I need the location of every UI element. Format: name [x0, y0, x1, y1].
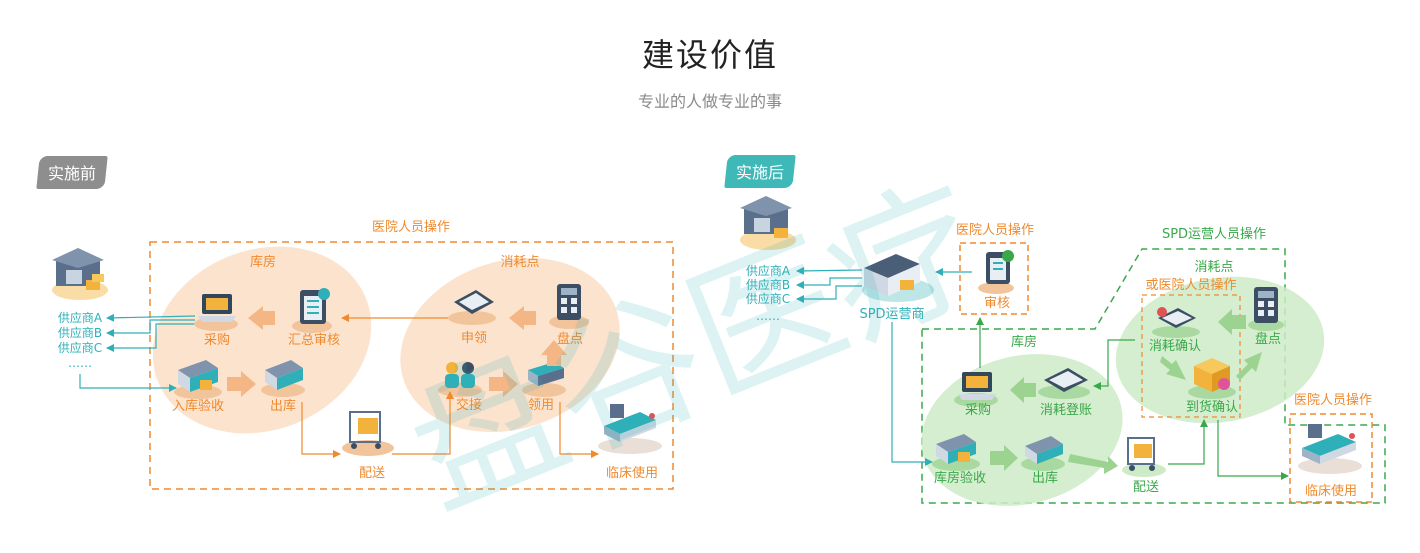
before-node-purchase: 采购: [204, 332, 230, 348]
before-supplier-b: 供应商B: [58, 325, 102, 340]
before-node-delivery: 配送: [359, 466, 385, 481]
after-node-arrival-confirm: 到货确认: [1186, 399, 1238, 415]
before-supplier-more: ……: [68, 356, 92, 370]
after-consumption-sub: 或医院人员操作: [1145, 277, 1236, 293]
after-supplier-warehouse-icon: [740, 196, 796, 250]
after-laptop-icon: [954, 372, 998, 407]
after-node-inbound: 库房验收: [934, 470, 986, 486]
before-node-stocktake: 盘点: [557, 331, 583, 347]
arrow-purchase-to-supplier-c: [106, 323, 195, 352]
outbound-truck-icon: [261, 360, 305, 397]
arrow-purchase-to-supplier-b: [106, 319, 195, 337]
watermark-text: 盘谷医疗: [386, 155, 1008, 541]
arrow-arrival-to-clinical: [1217, 420, 1289, 480]
after-outbound-truck-icon: [1021, 436, 1065, 471]
block-arrow-stocktake-to-requisition: [509, 306, 536, 330]
after-node-purchase: 采购: [965, 402, 991, 418]
after-tablet-icon: [1038, 368, 1090, 399]
hospital-bed-icon: [598, 404, 662, 454]
after-arrival-box-icon: [1188, 358, 1236, 399]
before-node-outbound: 出库: [270, 398, 296, 414]
page-title: 建设价值: [641, 36, 778, 74]
cart-icon: [522, 362, 566, 397]
after-node-consume-register: 消耗登账: [1040, 403, 1092, 418]
block-arrow-receive-to-stocktake: [541, 340, 567, 366]
inbound-truck-icon: [174, 360, 222, 399]
after-node-consume-confirm: 消耗确认: [1149, 339, 1201, 354]
spd-operator-building-icon: [862, 254, 934, 302]
arrow-confirm-to-register: [1093, 339, 1135, 390]
before-consumption-label: 消耗点: [500, 255, 539, 270]
after-consumption-box: [1141, 294, 1241, 418]
arrow-spd-to-supplier-c: [796, 285, 862, 303]
block-arrow-review-to-purchase: [248, 306, 275, 330]
after-hospital-staff-right-label: 医院人员操作: [1294, 392, 1372, 408]
after-spd-region: [921, 248, 1386, 504]
after-node-review: 审核: [984, 296, 1010, 311]
after-inbound-truck-icon: [932, 434, 980, 471]
before-region-label: 医院人员操作: [372, 219, 450, 235]
block-arrow-inbound-to-outbound: [227, 371, 256, 397]
after-consumption-label: 消耗点: [1194, 260, 1233, 275]
before-node-inbound: 入库验收: [172, 398, 224, 414]
after-node-stocktake: 盘点: [1255, 331, 1281, 347]
before-supplier-a: 供应商A: [58, 310, 103, 325]
before-warehouse-label: 库房: [250, 254, 276, 270]
green-block-arrow-confirm-to-arrival: [1160, 356, 1186, 380]
review-clipboard-icon: [978, 250, 1014, 294]
after-trolley-icon: [1122, 437, 1166, 477]
calculator-icon: [549, 284, 589, 329]
after-node-delivery: 配送: [1133, 480, 1159, 495]
after-hospital-bed-icon: [1298, 424, 1362, 474]
tablet-icon: [448, 290, 496, 325]
block-arrow-handover-to-receive: [489, 371, 518, 397]
before-node-receive: 领用: [528, 398, 554, 413]
arrow-spd-to-inbound: [891, 322, 933, 466]
after-warehouse-label: 库房: [1011, 334, 1037, 350]
green-block-arrow-inbound-to-outbound: [990, 445, 1018, 471]
clipboard-icon: [292, 288, 332, 333]
after-node-outbound: 出库: [1032, 470, 1058, 486]
after-supplier-b: 供应商B: [746, 277, 790, 292]
arrow-purchase-to-supplier-a: [106, 313, 196, 322]
after-node-clinical: 临床使用: [1305, 483, 1357, 499]
after-warehouse-zone: [921, 354, 1123, 506]
arrow-supplier-to-inbound: [79, 374, 177, 392]
arrow-delivery-to-handover: [392, 391, 454, 455]
arrow-delivery-to-arrival: [1168, 419, 1208, 465]
arrow-spd-to-supplier-b: [796, 277, 862, 289]
after-spd-operator-label: SPD运营商: [859, 307, 924, 322]
after-spd-staff-label: SPD运营人员操作: [1162, 226, 1266, 242]
green-block-arrow-arrival-to-stocktake: [1236, 352, 1262, 380]
before-hospital-region: [149, 241, 674, 490]
after-calculator-icon: [1248, 287, 1284, 331]
page-subtitle: 专业的人做专业的事: [637, 92, 782, 111]
before-node-requisition: 申领: [461, 331, 487, 346]
before-node-handover: 交接: [456, 397, 482, 413]
after-supplier-c: 供应商C: [746, 291, 790, 306]
laptop-icon: [194, 294, 238, 331]
supplier-warehouse-icon: [52, 248, 108, 300]
after-confirm-tablet-icon: [1152, 307, 1200, 338]
arrow-spd-to-supplier-a: [796, 266, 863, 275]
after-supplier-more: ……: [756, 309, 780, 323]
before-supplier-c: 供应商C: [58, 340, 102, 355]
before-node-review: 汇总审核: [288, 333, 340, 348]
green-block-arrow-stocktake-to-confirm: [1218, 309, 1246, 335]
after-clinical-box: [1289, 413, 1373, 503]
after-supplier-a: 供应商A: [746, 263, 791, 278]
trolley-icon: [342, 411, 394, 456]
after-hospital-staff-top-label: 医院人员操作: [956, 222, 1034, 238]
green-block-arrow-register-to-purchase: [1010, 377, 1036, 403]
green-block-arrow-outbound-to-delivery: [1068, 454, 1118, 474]
arrow-receive-to-clinical: [559, 402, 599, 458]
before-node-clinical: 临床使用: [606, 465, 658, 481]
arrow-outbound-to-delivery: [301, 402, 341, 458]
after-hospital-review-box: [959, 242, 1029, 315]
